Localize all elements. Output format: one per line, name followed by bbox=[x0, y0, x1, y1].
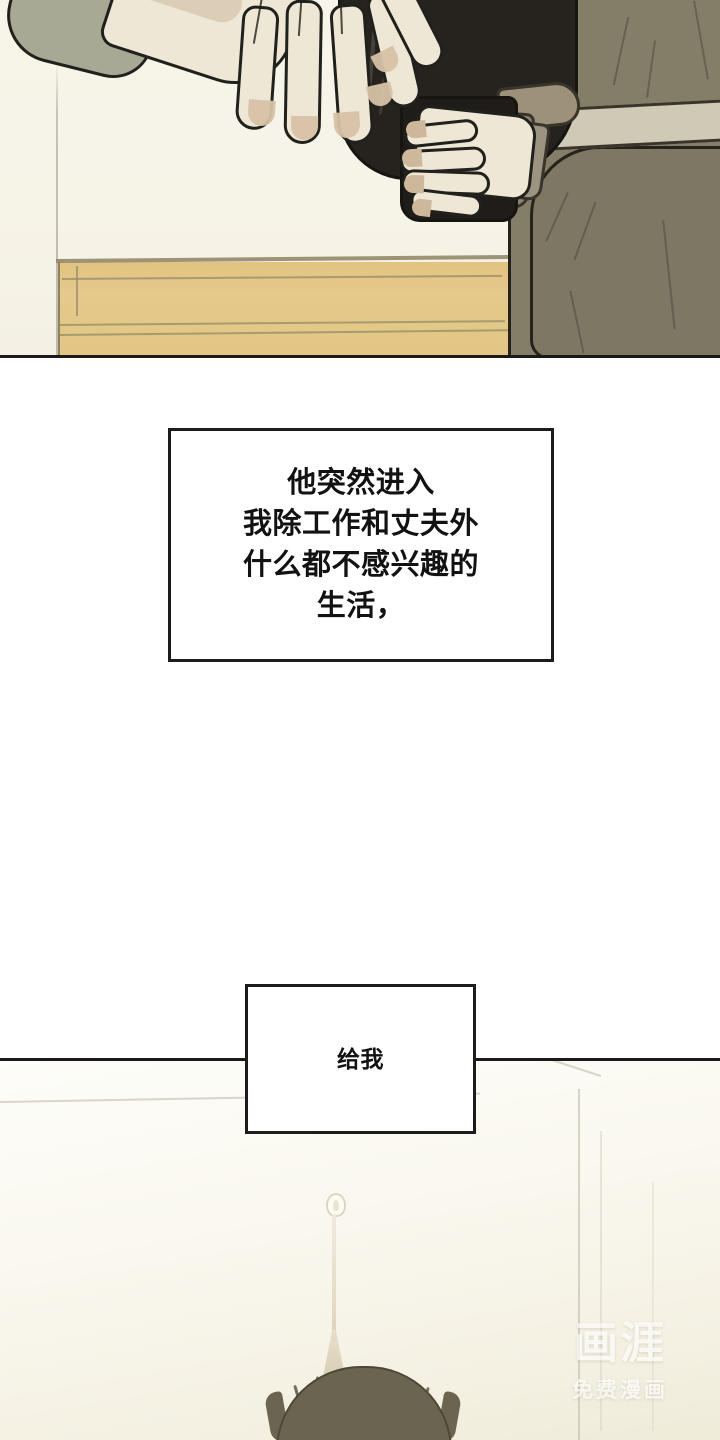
wall-seam-line bbox=[56, 60, 58, 355]
pendant-light-cord bbox=[332, 1214, 336, 1342]
fingernail bbox=[401, 148, 423, 168]
caption-text: 给我 bbox=[337, 1045, 384, 1072]
comic-panel-top bbox=[0, 0, 720, 358]
wood-seam-notch bbox=[76, 266, 78, 316]
figure-trousers-hip bbox=[530, 146, 720, 355]
pendant-light-filament bbox=[333, 1200, 339, 1211]
wall-faint-line bbox=[600, 1131, 602, 1431]
caption-box-dialogue: 给我 bbox=[245, 984, 476, 1134]
caption-text: 他突然进入 我除工作和丈夫外 什么都不感兴趣的 生活， bbox=[242, 466, 479, 623]
fingernail bbox=[405, 120, 427, 139]
fingernail bbox=[403, 174, 425, 194]
caption-box-narration: 他突然进入 我除工作和丈夫外 什么都不感兴趣的 生活， bbox=[168, 428, 554, 662]
wall-corner-vertical-line bbox=[578, 1089, 580, 1440]
wall-faint-line bbox=[652, 1181, 654, 1431]
